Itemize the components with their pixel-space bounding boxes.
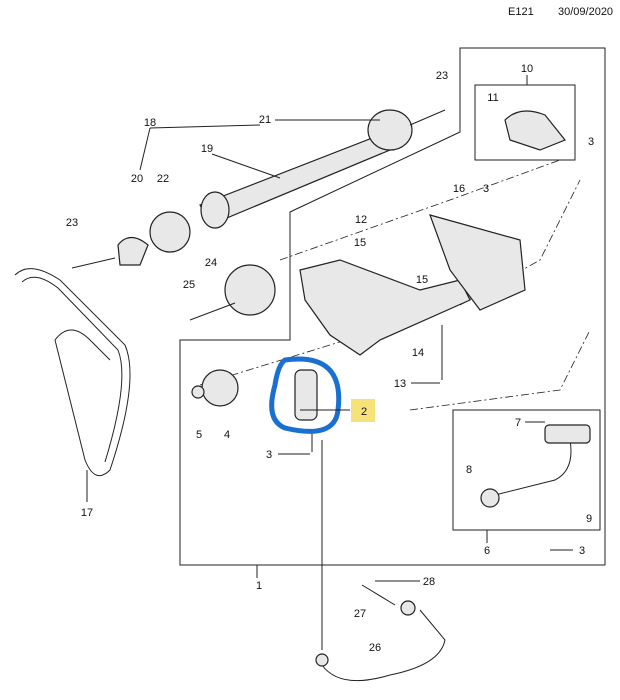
callout-7: 7 [515,417,521,429]
callout-15: 15 [354,237,366,249]
callout-27: 27 [354,608,366,620]
callout-22: 22 [157,173,169,185]
callout-12: 12 [355,214,367,226]
callout-28: 28 [423,576,435,588]
callout-11: 11 [487,92,498,104]
diagram-code: E121 [508,6,534,18]
callout-3: 3 [266,449,272,461]
subassembly-box-10 [474,84,576,161]
assembly-frame [179,47,606,566]
pulley-21 [367,109,413,151]
callout-26: 26 [369,642,381,654]
part-11 [504,110,566,151]
highlight-circle [269,356,342,434]
callout-9: 9 [586,513,592,525]
callout-2: 2 [361,406,367,418]
oil-pump-body [299,259,471,356]
highlight-tag [351,399,375,422]
bracket-20 [117,236,149,266]
callout-23: 23 [66,217,78,229]
callout-18: 18 [144,117,156,129]
callout-21: 21 [259,114,271,126]
sprocket-22 [149,211,191,253]
callout-15: 15 [416,274,428,286]
callout-24: 24 [205,257,217,269]
timing-belt [14,268,131,477]
callout-19: 19 [201,143,213,155]
sprocket-24 [224,264,276,316]
callout-25: 25 [183,279,195,291]
callout-17: 17 [81,507,93,519]
part-2-tensioner [294,369,318,421]
callout-5: 5 [196,429,202,441]
callout-8: 8 [466,464,472,476]
subassembly-box-6 [452,409,601,531]
diagram-date: 30/09/2020 [558,6,614,18]
callout-16: 16 [453,183,465,195]
callout-23: 23 [436,70,448,82]
sprocket-4 [201,369,239,407]
callout-20: 20 [131,173,143,185]
pump-housing [429,214,526,311]
callout-13: 13 [394,378,406,390]
callout-14: 14 [412,347,424,359]
callout-4: 4 [224,429,230,441]
callout-6: 6 [484,545,490,557]
callout-3: 3 [588,136,594,148]
callout-10: 10 [521,63,533,75]
callout-3: 3 [483,183,489,195]
callout-1: 1 [256,580,262,592]
callout-3: 3 [579,545,585,557]
